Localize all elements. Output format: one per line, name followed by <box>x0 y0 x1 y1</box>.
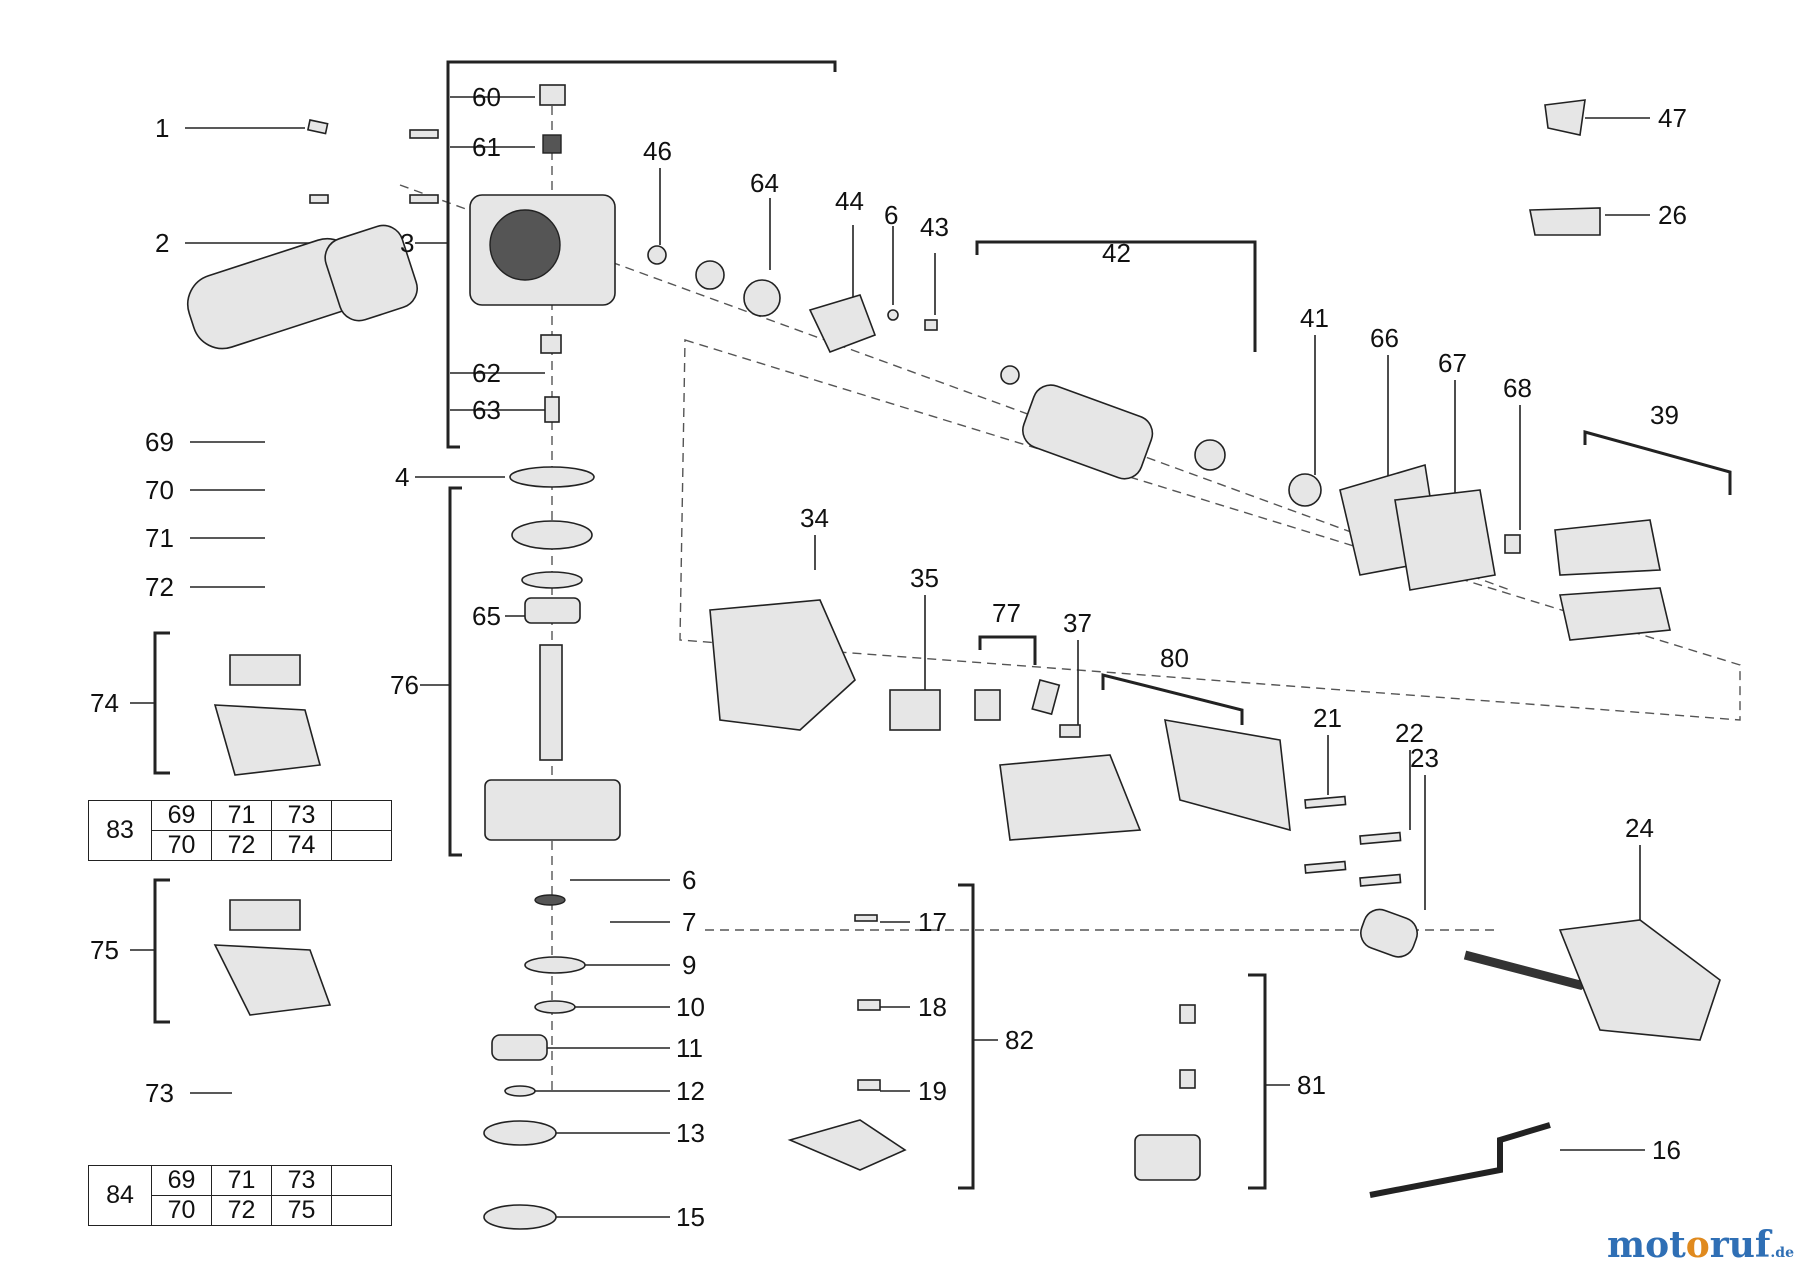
label-34: 34 <box>800 503 829 533</box>
brand-watermark: motoruf.de <box>1607 1224 1794 1266</box>
bracket-76 <box>448 486 462 857</box>
label-17: 17 <box>918 907 947 937</box>
label-12: 12 <box>676 1076 705 1106</box>
bracket-64 <box>446 60 460 449</box>
leader-lines <box>130 96 1650 1218</box>
label-60: 60 <box>472 82 501 112</box>
bracket-75 <box>153 878 170 1024</box>
kit-id-84: 84 <box>88 1165 152 1226</box>
table-cell <box>331 1195 392 1226</box>
label-70: 70 <box>145 475 174 505</box>
label-37: 37 <box>1063 608 1092 638</box>
label-13: 13 <box>676 1118 705 1148</box>
bracket-42 <box>975 240 1257 352</box>
label-43: 43 <box>920 212 949 242</box>
brand-part-3: ruf <box>1709 1224 1771 1266</box>
label-76: 76 <box>390 670 419 700</box>
label-72: 72 <box>145 572 174 602</box>
table-cell <box>331 830 392 861</box>
label-35: 35 <box>910 563 939 593</box>
label-64: 64 <box>750 168 779 198</box>
table-cell: 70 <box>151 830 212 861</box>
table-cell: 71 <box>211 800 272 831</box>
table-cell: 70 <box>151 1195 212 1226</box>
brand-suffix: .de <box>1770 1245 1794 1261</box>
bracket-74 <box>153 631 170 775</box>
table-cell: 72 <box>211 830 272 861</box>
label-75: 75 <box>90 935 119 965</box>
table-cell: 69 <box>151 1165 212 1196</box>
label-26: 26 <box>1658 200 1687 230</box>
kit-id-83: 83 <box>88 800 152 861</box>
label-15: 15 <box>676 1202 705 1232</box>
label-81: 81 <box>1297 1070 1326 1100</box>
table-cell: 73 <box>271 800 332 831</box>
label-63: 63 <box>472 395 501 425</box>
brand-part-2: o <box>1685 1224 1710 1266</box>
table-cell: 74 <box>271 830 332 861</box>
label-66: 66 <box>1370 323 1399 353</box>
label-62: 62 <box>472 358 501 388</box>
bracket-77 <box>978 635 1037 665</box>
label-9: 9 <box>682 950 696 980</box>
label-46: 46 <box>643 136 672 166</box>
label-77: 77 <box>992 598 1021 628</box>
label-23: 23 <box>1410 743 1439 773</box>
table-cell: 75 <box>271 1195 332 1226</box>
label-21: 21 <box>1313 703 1342 733</box>
label-6-upper: 6 <box>884 200 898 230</box>
label-24: 24 <box>1625 813 1654 843</box>
table-cell <box>331 800 392 831</box>
table-cell: 69 <box>151 800 212 831</box>
label-61: 61 <box>472 132 501 162</box>
part-number-labels: 1 2 3 4 6 6 7 9 10 11 12 13 15 16 17 18 … <box>90 82 1687 1232</box>
table-cell: 71 <box>211 1165 272 1196</box>
label-3: 3 <box>400 228 414 258</box>
kit-table-84: 84 69 71 73 70 72 75 <box>88 1165 392 1226</box>
label-4: 4 <box>395 462 409 492</box>
table-cell: 73 <box>271 1165 332 1196</box>
label-16: 16 <box>1652 1135 1681 1165</box>
label-2: 2 <box>155 228 169 258</box>
label-47: 47 <box>1658 103 1687 133</box>
bracket-39 <box>1583 430 1732 495</box>
label-22: 22 <box>1395 718 1424 748</box>
label-1: 1 <box>155 113 169 143</box>
label-39: 39 <box>1650 400 1679 430</box>
brand-part-1: mot <box>1607 1224 1686 1266</box>
label-42: 42 <box>1102 238 1131 268</box>
label-82: 82 <box>1005 1025 1034 1055</box>
label-69: 69 <box>145 427 174 457</box>
label-11: 11 <box>676 1033 703 1063</box>
label-7: 7 <box>682 907 696 937</box>
table-cell <box>331 1165 392 1196</box>
label-80: 80 <box>1160 643 1189 673</box>
bracket-81 <box>1248 973 1267 1190</box>
label-44: 44 <box>835 186 864 216</box>
bracket-80 <box>1101 673 1244 725</box>
bracket-82 <box>958 883 975 1190</box>
label-18: 18 <box>918 992 947 1022</box>
label-65: 65 <box>472 601 501 631</box>
label-71: 71 <box>145 523 174 553</box>
label-19: 19 <box>918 1076 947 1106</box>
label-74: 74 <box>90 688 119 718</box>
label-73: 73 <box>145 1078 174 1108</box>
label-6-lower: 6 <box>682 865 696 895</box>
table-cell: 72 <box>211 1195 272 1226</box>
label-68: 68 <box>1503 373 1532 403</box>
label-67: 67 <box>1438 348 1467 378</box>
part-shapes <box>187 84 1721 1230</box>
kit-table-83: 83 69 71 73 70 72 74 <box>88 800 392 861</box>
label-10: 10 <box>676 992 705 1022</box>
label-41: 41 <box>1300 303 1329 333</box>
